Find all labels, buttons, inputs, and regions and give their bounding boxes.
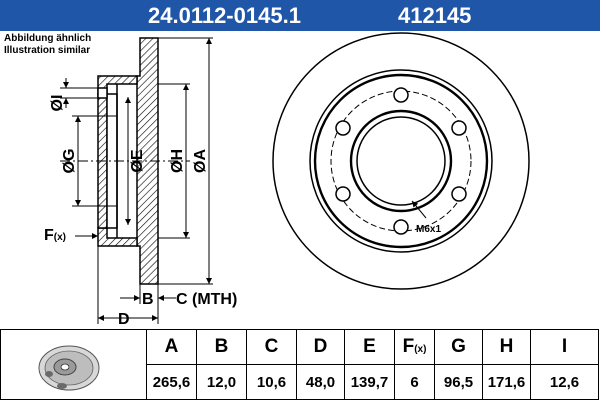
col-head-H: H: [482, 329, 531, 365]
value-F: 6: [394, 364, 435, 400]
bolt-thread-label: M6x1: [416, 224, 441, 235]
bolt-holes: [335, 87, 467, 235]
label-H: ØH: [169, 149, 186, 173]
dimension-lines: [60, 37, 213, 324]
label-D: D: [118, 311, 130, 328]
title-bar: 24.0112-0145.1 412145: [0, 0, 600, 31]
bolt-hole: [451, 120, 467, 136]
disc-thumbnail-icon: [38, 345, 99, 390]
label-E: ØE: [129, 149, 146, 172]
bolt-hole: [335, 120, 351, 136]
col-head-E: E: [344, 329, 395, 365]
note-line-de: Abbildung ähnlich: [4, 33, 92, 44]
label-F-sub: (x): [54, 232, 66, 243]
value-G: 96,5: [434, 364, 483, 400]
center-bore-inner: [356, 116, 446, 206]
col-head-F: F(x): [394, 329, 435, 365]
cross-section-view: [60, 37, 190, 285]
dimension-labels: ØI ØG ØE ØH ØA F(x) B C (MTH) D: [44, 95, 237, 328]
label-F: F: [44, 227, 54, 244]
col-head-C: C: [246, 329, 297, 365]
value-D: 48,0: [296, 364, 345, 400]
illustration-note: Abbildung ähnlich Illustration similar: [4, 33, 91, 57]
label-B: B: [142, 291, 154, 308]
hat-outer-circle: [313, 73, 489, 249]
col-head-D: D: [296, 329, 345, 365]
svg-text:F(x): F(x): [44, 227, 66, 244]
outer-diameter-circle: [272, 32, 530, 290]
label-G: ØG: [61, 149, 78, 174]
value-A: 265,6: [146, 364, 197, 400]
bolt-hole: [393, 87, 409, 103]
label-I: ØI: [49, 95, 66, 112]
friction-inner-circle: [309, 69, 493, 253]
col-head-B: B: [196, 329, 247, 365]
label-C: C (MTH): [176, 291, 237, 308]
value-B: 12,0: [196, 364, 247, 400]
part-number: 24.0112-0145.1: [148, 3, 301, 28]
value-H: 171,6: [482, 364, 531, 400]
value-E: 139,7: [344, 364, 395, 400]
col-head-A: A: [146, 329, 197, 365]
technical-drawing: ØI ØG ØE ØH ØA F(x) B C (MTH) D M6x1: [44, 32, 530, 328]
center-bore-outer: [349, 109, 453, 213]
bolt-hole: [335, 186, 351, 202]
disc-thumbnail: [0, 329, 147, 400]
value-C: 10,6: [246, 364, 297, 400]
dimensions-table: A B C D E F(x) G H I 265,6 12,0 10,6 48,…: [0, 329, 599, 400]
col-head-G: G: [434, 329, 483, 365]
bolt-hole: [451, 186, 467, 202]
label-A: ØA: [192, 149, 209, 173]
value-I: 12,6: [530, 364, 599, 400]
front-view: [272, 32, 530, 290]
bolt-hole-section: [97, 87, 108, 99]
article-code: 412145: [398, 3, 472, 28]
col-head-I: I: [530, 329, 599, 365]
note-line-en: Illustration similar: [4, 45, 91, 56]
friction-ring-section: [136, 37, 159, 285]
bolt-hole: [393, 219, 409, 235]
